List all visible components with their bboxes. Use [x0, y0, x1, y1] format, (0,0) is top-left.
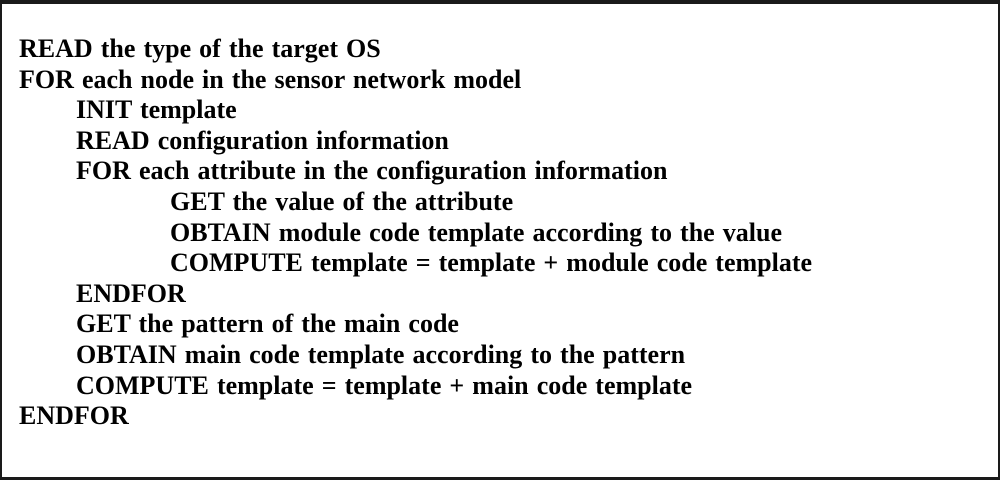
pseudocode-line: ENDFOR: [19, 401, 129, 431]
pseudocode-line: READ configuration information: [76, 125, 449, 155]
pseudocode-line: OBTAIN main code template according to t…: [76, 339, 686, 369]
pseudocode-line: ENDFOR: [76, 278, 186, 308]
pseudocode-line: FOR each node in the sensor network mode…: [19, 64, 522, 94]
pseudocode-line: COMPUTE template = template + main code …: [76, 370, 693, 400]
pseudocode-line: COMPUTE template = template + module cod…: [170, 248, 813, 278]
pseudocode-text-block: READ the type of the target OS FOR each …: [2, 4, 998, 432]
pseudocode-line: INIT template: [76, 95, 237, 125]
pseudocode-line: GET the pattern of the main code: [76, 309, 459, 339]
pseudocode-line: GET the value of the attribute: [170, 186, 514, 216]
pseudocode-line: FOR each attribute in the configuration …: [76, 156, 668, 186]
pseudocode-line: READ the type of the target OS: [19, 34, 381, 63]
pseudocode-line: OBTAIN module code template according to…: [170, 217, 782, 247]
